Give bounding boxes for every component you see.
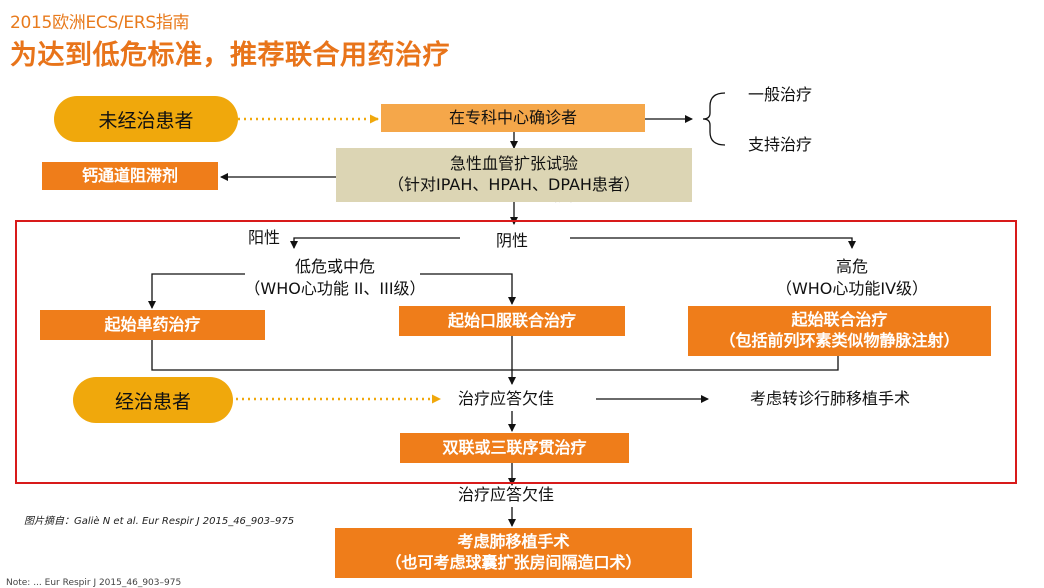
supportive-therapy-label: 支持治疗: [748, 135, 813, 154]
initial-combination-node: 起始联合治疗 （包括前列环素类似物静脉注射）: [688, 306, 991, 356]
low-risk-goal-frame: [15, 220, 1017, 484]
figure-citation: 图片摘自：Galiè N et al. Eur Respir J 2015_46…: [24, 516, 295, 527]
vasoreactivity-test-line2: （针对IPAH、HPAH、DPAH患者）: [388, 175, 640, 194]
confirmed-at-center-node: 在专科中心确诊者: [381, 104, 645, 132]
line-combination-merge: [512, 356, 839, 371]
treated-patients-node: 经治患者: [73, 377, 233, 423]
lung-transplant-line1: 考虑肺移植手术: [457, 532, 570, 552]
slide-title: 为达到低危标准，推荐联合用药治疗: [10, 40, 450, 71]
calcium-channel-blockers-node: 钙通道阻滞剂: [42, 162, 218, 190]
guideline-subtitle: 2015欧洲ECS/ERS指南: [10, 13, 190, 33]
initial-combination-line1: 起始联合治疗: [791, 310, 888, 330]
brace: [702, 92, 726, 146]
positive-label: 阳性: [248, 228, 281, 247]
vasoreactivity-test-line1: 急性血管扩张试验: [449, 154, 578, 174]
inadequate-response-node-2: 治疗应答欠佳: [458, 485, 555, 504]
low-intermediate-risk-line2: （WHO心功能 II、III级）: [244, 278, 426, 298]
lung-transplant-line2: （也可考虑球囊扩张房间隔造口术）: [385, 553, 642, 572]
high-risk-node: 高危 （WHO心功能IV级）: [752, 256, 952, 299]
negative-label: 阴性: [496, 231, 529, 250]
initial-monotherapy-node: 起始单药治疗: [40, 310, 265, 340]
low-intermediate-risk-node: 低危或中危 （WHO心功能 II、III级）: [205, 256, 465, 299]
line-negative-to-positive: [290, 237, 460, 249]
arrow-lowrisk-to-oral-combination: [420, 273, 516, 305]
double-triple-sequential-node: 双联或三联序贯治疗: [400, 433, 629, 463]
untreated-patients-node: 未经治患者: [54, 96, 238, 142]
vasoreactivity-test-node: 急性血管扩张试验 （针对IPAH、HPAH、DPAH患者）: [336, 148, 692, 202]
arrow-lowrisk-to-monotherapy: [148, 273, 245, 309]
general-therapy-label: 一般治疗: [748, 85, 813, 104]
inadequate-response-node-1: 治疗应答欠佳: [458, 389, 555, 408]
initial-combination-line2: （包括前列环素类似物静脉注射）: [719, 331, 960, 350]
high-risk-line2: （WHO心功能IV级）: [775, 278, 929, 298]
high-risk-line1: 高危: [835, 257, 868, 276]
lung-transplant-node: 考虑肺移植手术 （也可考虑球囊扩张房间隔造口术）: [335, 528, 692, 578]
bottom-footnote: Note: ... Eur Respir J 2015_46_903–975: [6, 578, 182, 588]
line-monotherapy-merge: [151, 340, 512, 371]
low-intermediate-risk-line1: 低危或中危: [294, 257, 375, 276]
consider-transplant-referral-node: 考虑转诊行肺移植手术: [750, 389, 911, 408]
initial-oral-combination-node: 起始口服联合治疗: [399, 306, 625, 336]
line-negative-to-high-risk: [570, 237, 856, 249]
